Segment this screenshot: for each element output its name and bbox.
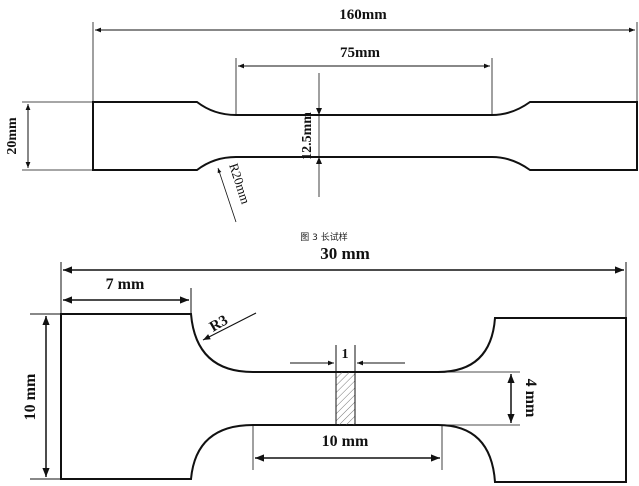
short-specimen-drawing: 30 mm 7 mm R3 10 mm 1 4 mm 10 mm bbox=[22, 244, 627, 483]
long-specimen-drawing: 160mm 75mm 20mm 12.5mm R20mm 图 3 长试样 bbox=[5, 7, 638, 243]
cross-section-hatch bbox=[335, 371, 356, 426]
grip-width-label: 10 mm bbox=[22, 373, 39, 420]
fillet-radius-leader bbox=[217, 167, 237, 223]
fillet-radius-label: R3 bbox=[207, 312, 231, 335]
figure-caption: 图 3 长试样 bbox=[300, 231, 347, 243]
grip-width-label: 20mm bbox=[5, 117, 20, 155]
gauge-length-label: 10 mm bbox=[322, 433, 369, 450]
gauge-width-label: 4 mm bbox=[522, 379, 539, 418]
fillet-radius-label: R20mm bbox=[226, 161, 253, 205]
gauge-width-label: 12.5mm bbox=[300, 112, 315, 160]
overall-length-label: 30 mm bbox=[320, 244, 370, 263]
gauge-length-label: 75mm bbox=[340, 45, 380, 61]
long-specimen-outline bbox=[92, 101, 638, 171]
short-specimen-outline bbox=[60, 313, 627, 483]
overall-length-label: 160mm bbox=[339, 7, 387, 23]
fillet-radius-leader bbox=[202, 312, 257, 341]
grip-length-label: 7 mm bbox=[106, 276, 145, 293]
section-width-label: 1 bbox=[342, 347, 349, 362]
